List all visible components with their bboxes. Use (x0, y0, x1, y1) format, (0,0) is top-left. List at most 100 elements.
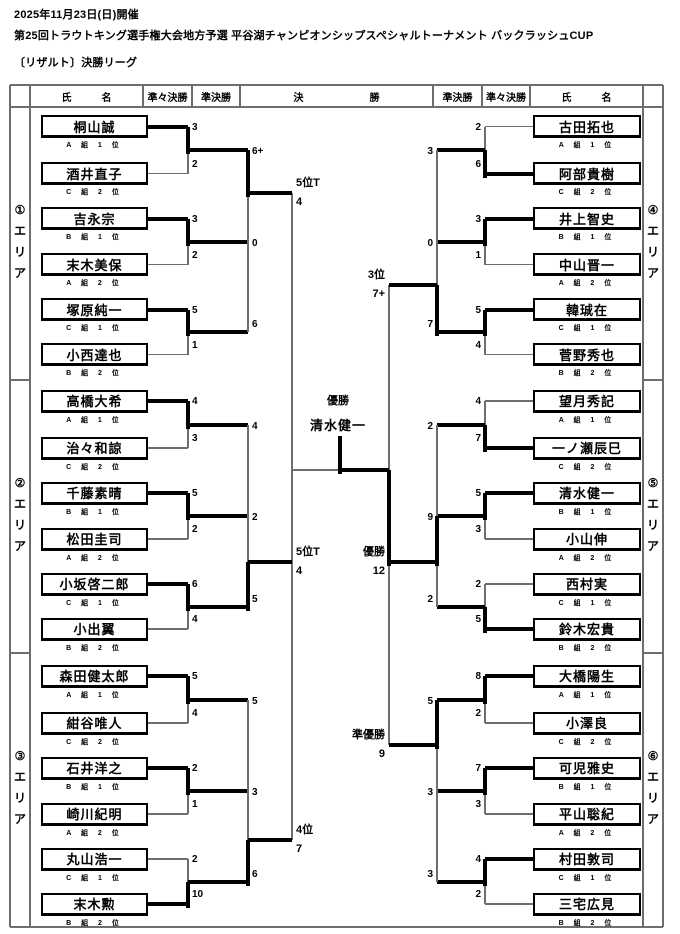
player-name: 村田敦司 (558, 852, 615, 867)
qf-score: 4 (192, 396, 198, 407)
bracket-line (186, 401, 190, 429)
bracket-line (485, 307, 533, 312)
bracket-line (186, 584, 190, 611)
area-label-char: ア (13, 812, 26, 826)
player-box: 平山聡紀 (533, 802, 641, 826)
player-name: 高橋大希 (66, 394, 123, 409)
player-box: 阿部貴樹 (533, 162, 641, 185)
qf-score: 3 (475, 524, 481, 535)
player-box: 崎川紀明 (41, 802, 148, 826)
qf-score: 2 (192, 524, 198, 535)
player-seed: B 組 2 位 (558, 370, 616, 377)
bracket-line (437, 148, 485, 152)
column-header-qf-right: 準々決勝 (486, 92, 526, 104)
qf-score: 4 (475, 854, 481, 865)
bracket-line (292, 469, 340, 471)
qf-score: 1 (475, 249, 481, 261)
area-label-char: リ (13, 517, 26, 532)
bracket-line (437, 422, 485, 427)
bracket-line (432, 85, 434, 107)
player-name: 望月秀記 (558, 394, 615, 409)
player-box: 末木美保 (41, 253, 148, 276)
qf-score: 10 (192, 889, 204, 900)
player-name: 清水健一 (558, 486, 615, 501)
area-number: ⑥ (647, 749, 659, 763)
final-place-label: 5位T (296, 177, 320, 189)
player-seed: A 組 1 位 (66, 142, 123, 149)
player-name: 小山伸 (565, 532, 608, 547)
qf-score: 6 (475, 158, 481, 170)
area-label-char: リ (646, 517, 659, 532)
player-box: 村田敦司 (533, 847, 641, 871)
bracket-line (662, 85, 664, 927)
bracket-line (435, 516, 439, 566)
bracket-line (481, 85, 483, 107)
sf-score: 6 (252, 868, 258, 880)
bracket-line (485, 446, 533, 450)
player-seed: B 組 1 位 (558, 234, 616, 241)
bracket-line (186, 493, 190, 520)
sf-score: 2 (427, 420, 433, 432)
player-box: 清水健一 (533, 481, 641, 505)
sf-score: 0 (252, 237, 258, 249)
player-seed: B 組 2 位 (66, 644, 123, 652)
player-box: 中山晋一 (533, 253, 641, 276)
area-label-char: リ (13, 791, 26, 805)
player-box: 井上智史 (533, 207, 641, 230)
player-name: 韓珹在 (565, 302, 608, 318)
player-box: 一ノ瀬辰巳 (533, 436, 641, 460)
bracket-line (10, 379, 30, 381)
qf-score: 2 (475, 121, 481, 133)
final-place-label: 3位 (367, 269, 385, 281)
player-box: 石井洋之 (41, 756, 148, 780)
bracket-line (188, 514, 248, 518)
player-name: 森田健太郎 (59, 669, 130, 684)
qf-score: 5 (475, 614, 481, 625)
bracket-line (436, 424, 438, 607)
bracket-line (338, 436, 342, 474)
area-label-char: エ (13, 223, 26, 238)
bracket-line (387, 470, 391, 566)
player-name: 紺谷唯人 (66, 716, 123, 731)
player-seed: C 組 1 位 (66, 874, 123, 882)
bracket-line (188, 239, 248, 244)
area-label-char: リ (646, 791, 659, 805)
player-name: 井上智史 (558, 211, 615, 227)
column-header-final: 決 勝 (293, 92, 408, 104)
final-score: 7 (296, 843, 303, 855)
bracket-line (485, 766, 533, 770)
player-name: 阿部貴樹 (558, 166, 615, 182)
sf-score: 3 (427, 787, 433, 798)
player-seed: A 組 1 位 (558, 691, 616, 699)
bracket-line (142, 85, 144, 107)
bracket-line (191, 85, 193, 107)
bracket-line (10, 106, 663, 108)
player-box: 小出翼 (41, 617, 148, 641)
bracket-line (437, 514, 485, 518)
player-seed: A 組 2 位 (66, 829, 123, 837)
qf-score: 5 (192, 488, 198, 499)
area-label-char: リ (13, 244, 26, 259)
player-name: 松田圭司 (66, 532, 123, 547)
bracket-line (188, 422, 248, 427)
bracket-line (642, 85, 644, 927)
qf-score: 5 (475, 304, 481, 316)
bracket-line (148, 722, 188, 724)
bracket-line (148, 902, 188, 906)
champion-label: 優勝 (327, 395, 349, 407)
bracket-line (248, 191, 292, 195)
player-seed: A 組 2 位 (558, 280, 616, 287)
player-seed: C 組 2 位 (66, 463, 123, 471)
final-score: 9 (378, 748, 385, 760)
qf-score: 2 (192, 763, 198, 774)
bracket-line (246, 562, 250, 611)
bracket-line (188, 330, 248, 334)
bracket-line (29, 85, 31, 927)
bracket-line (485, 263, 533, 266)
qf-score: 1 (192, 799, 198, 810)
sf-score: 5 (427, 695, 433, 707)
player-name: 小出翼 (73, 622, 116, 637)
player-box: 望月秀記 (533, 389, 641, 413)
